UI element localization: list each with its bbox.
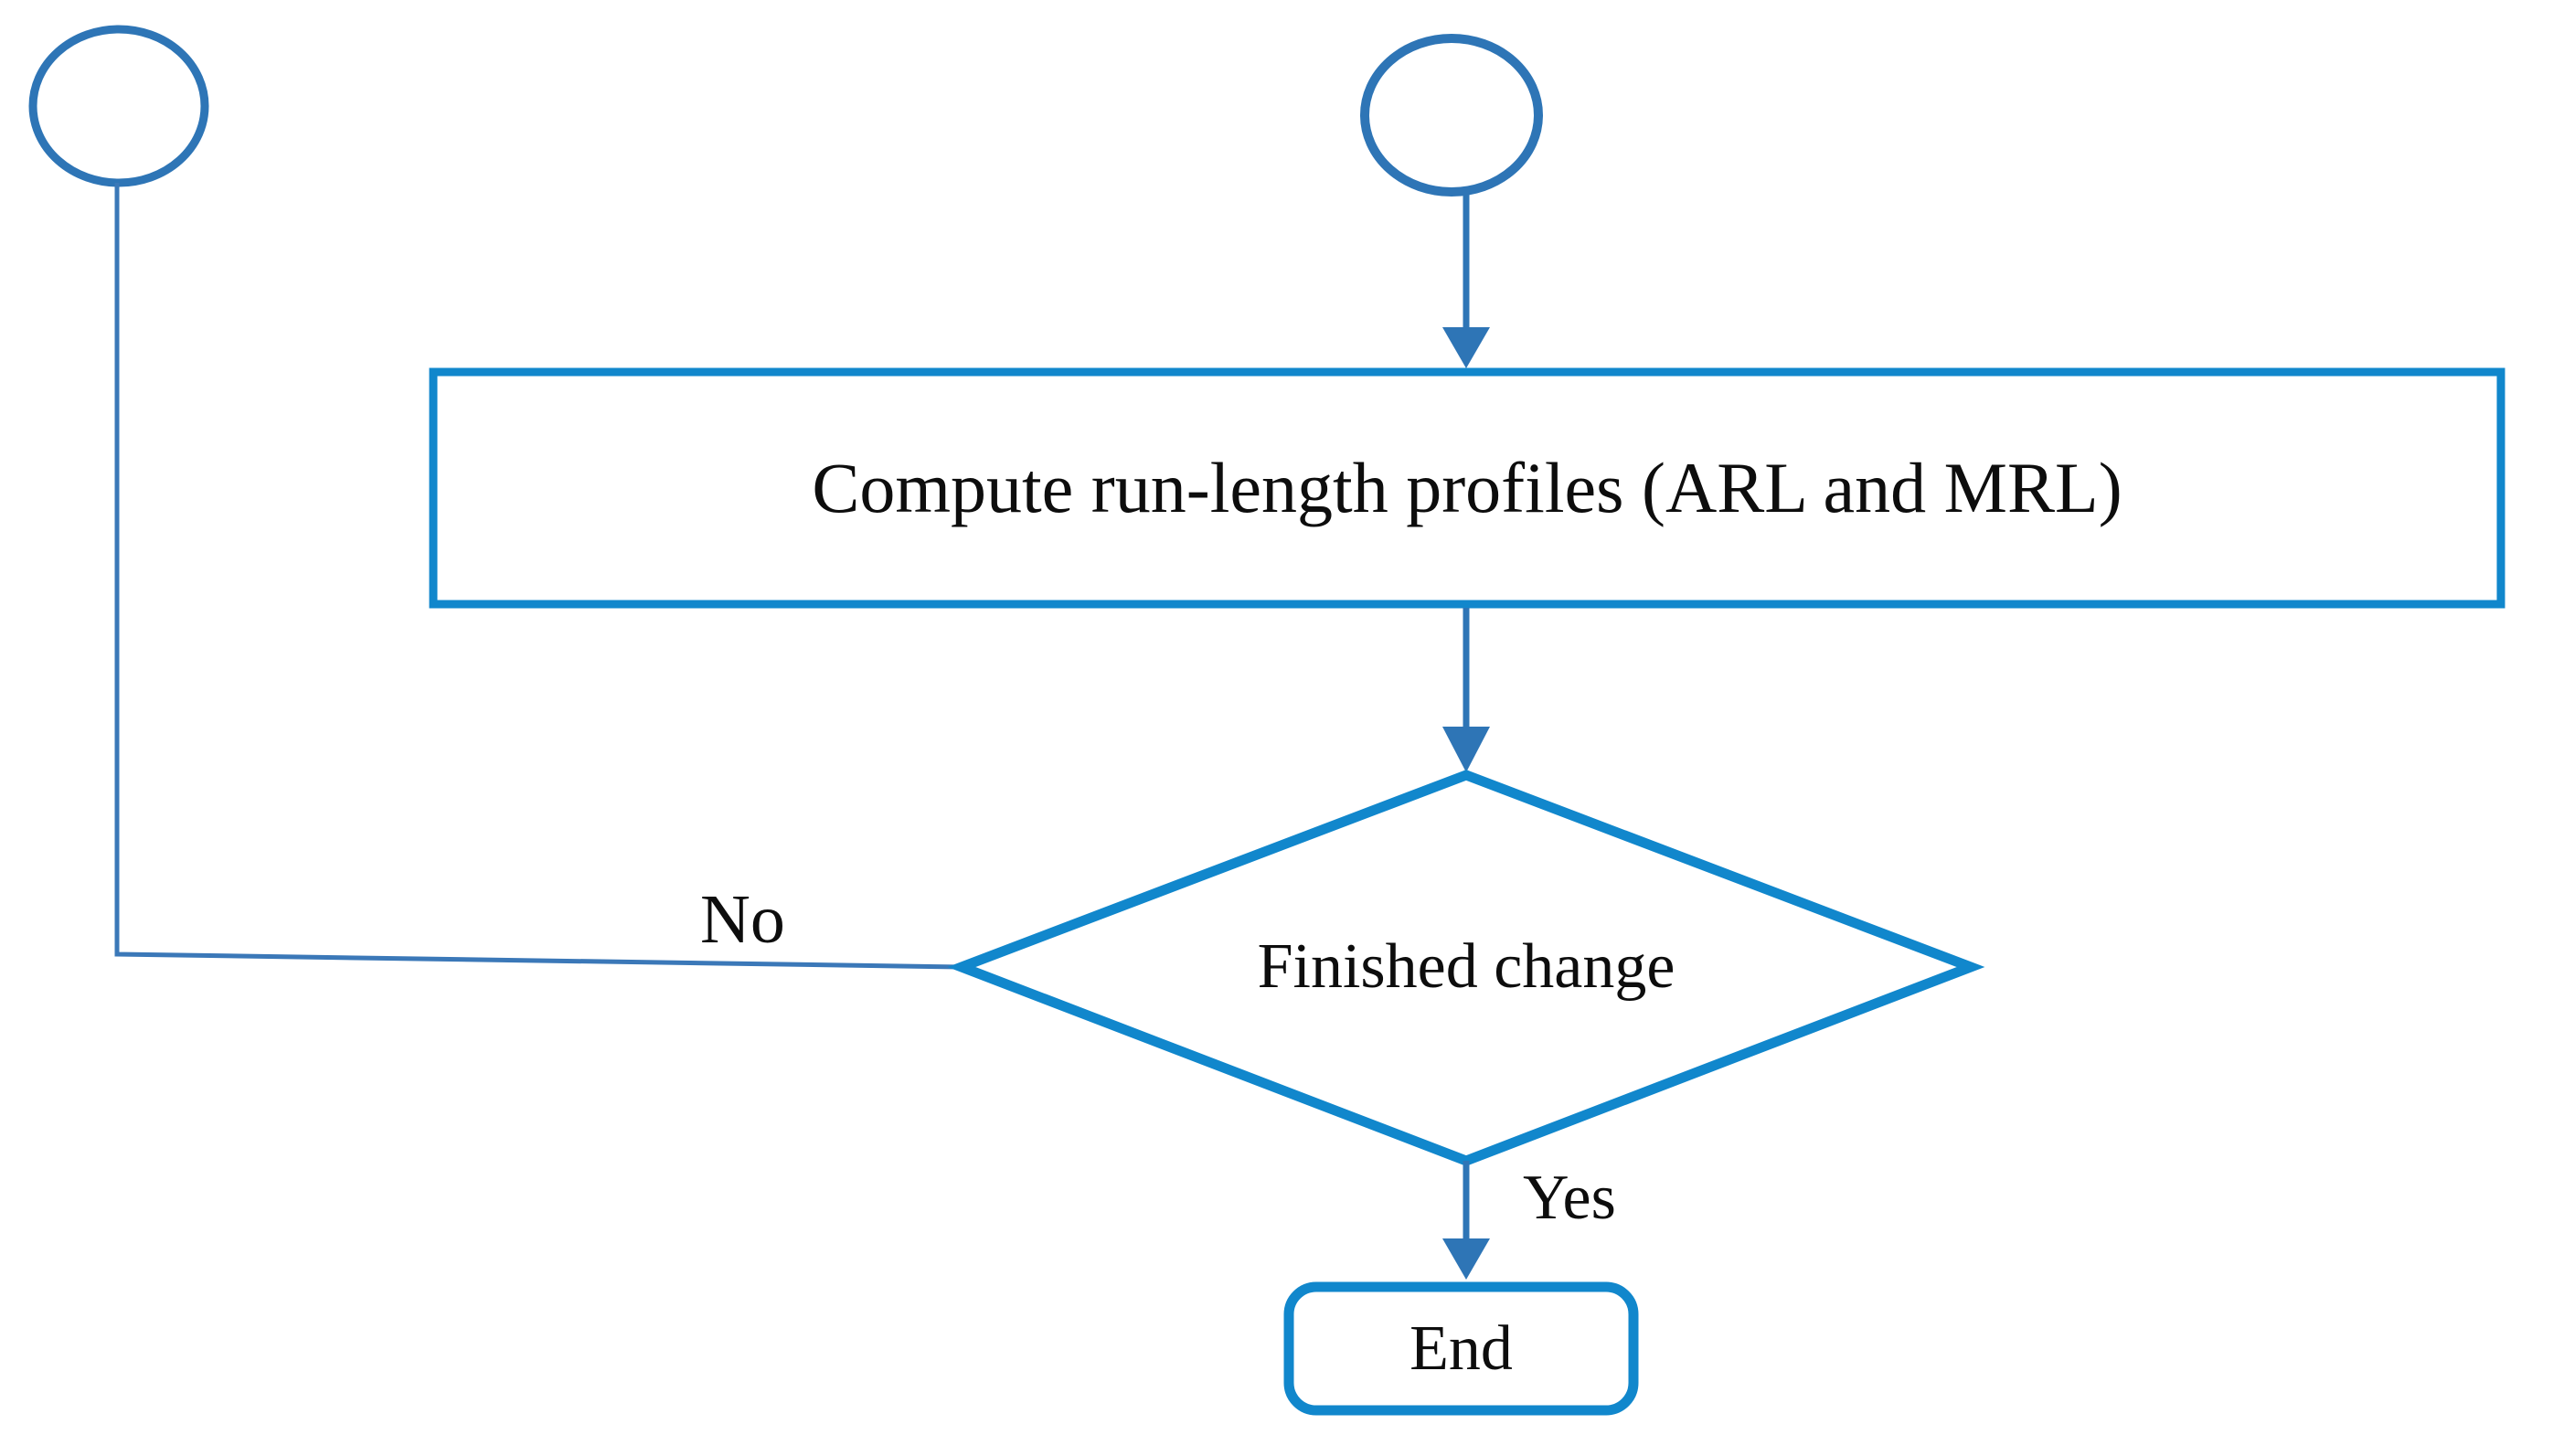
terminator-step-shape[interactable] bbox=[1283, 1281, 1639, 1416]
edge-connector-to-process-arrowhead bbox=[1442, 327, 1490, 368]
edge-decision-no-line[interactable] bbox=[114, 183, 963, 970]
terminator-step-label: End bbox=[1409, 1313, 1513, 1384]
edge-process-to-decision-arrowhead bbox=[1442, 727, 1490, 772]
edge-label-no: No bbox=[700, 881, 785, 958]
off-page-connector-in-circle[interactable] bbox=[28, 25, 209, 187]
process-step-label: Compute run-length profiles (ARL and MRL… bbox=[812, 448, 2122, 527]
off-page-connector-out-circle[interactable] bbox=[1360, 34, 1543, 197]
edge-decision-yes-arrowhead bbox=[1442, 1238, 1490, 1280]
process-step-shape[interactable] bbox=[429, 367, 2505, 609]
edge-label-yes: Yes bbox=[1523, 1163, 1616, 1233]
decision-step-label: Finished change bbox=[1257, 931, 1675, 1002]
